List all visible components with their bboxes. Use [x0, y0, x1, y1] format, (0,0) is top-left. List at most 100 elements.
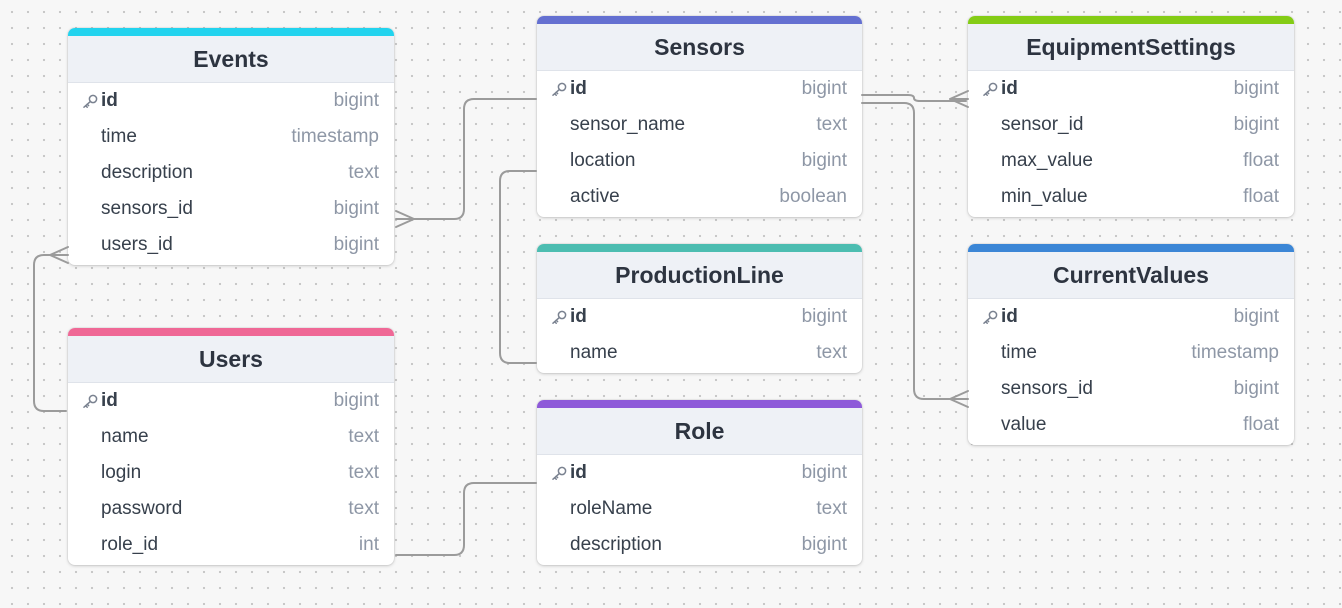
field-name: description	[101, 162, 193, 183]
field-type: text	[348, 498, 379, 519]
key-icon	[551, 466, 567, 480]
table-accent-bar	[968, 16, 1294, 24]
field-type: bigint	[1233, 378, 1279, 399]
field-type: text	[348, 426, 379, 447]
field-name: password	[101, 498, 183, 519]
relationship-users-to-events[interactable]	[33, 246, 69, 412]
field-type: bigint	[1233, 114, 1279, 135]
table-title[interactable]: Role	[537, 408, 862, 455]
field-type: bigint	[801, 534, 847, 555]
field-type: text	[816, 342, 847, 363]
field-row-max_value[interactable]: max_value float	[968, 143, 1294, 179]
field-type: bigint	[1233, 78, 1279, 99]
field-row-time[interactable]: time timestamp	[968, 335, 1294, 371]
table-accent-bar	[68, 28, 394, 36]
field-row-users_id[interactable]: users_id bigint	[68, 227, 394, 263]
relationship-role-to-users[interactable]	[395, 482, 537, 556]
relationship-sensors-to-equipmentsettings[interactable]	[861, 90, 969, 108]
field-name: id	[101, 390, 118, 411]
table-accent-bar	[537, 400, 862, 408]
table-title[interactable]: Sensors	[537, 24, 862, 71]
field-type: float	[1243, 150, 1279, 171]
field-name: min_value	[1001, 186, 1088, 207]
field-name: id	[570, 462, 587, 483]
table-title[interactable]: EquipmentSettings	[968, 24, 1294, 71]
field-name: active	[570, 186, 620, 207]
field-row-description[interactable]: description text	[68, 155, 394, 191]
table-title[interactable]: Events	[68, 36, 394, 83]
field-type: timestamp	[1191, 342, 1279, 363]
field-type: bigint	[333, 198, 379, 219]
field-row-sensors_id[interactable]: sensors_id bigint	[968, 371, 1294, 407]
table-title[interactable]: Users	[68, 336, 394, 383]
field-row-id[interactable]: id bigint	[68, 383, 394, 419]
field-type: bigint	[801, 78, 847, 99]
relationship-line	[861, 102, 967, 400]
field-name: sensors_id	[1001, 378, 1093, 399]
table-accent-bar	[968, 244, 1294, 252]
field-name: users_id	[101, 234, 173, 255]
field-row-location[interactable]: location bigint	[537, 143, 862, 179]
table-title[interactable]: CurrentValues	[968, 252, 1294, 299]
relationship-productionline-to-sensors[interactable]	[499, 170, 537, 364]
field-type: bigint	[333, 90, 379, 111]
key-icon	[82, 94, 98, 108]
field-row-id[interactable]: id bigint	[537, 455, 862, 491]
field-row-id[interactable]: id bigint	[968, 71, 1294, 107]
field-name: description	[570, 534, 662, 555]
crows-foot-marker	[395, 210, 415, 228]
key-icon	[982, 310, 998, 324]
table-accent-bar	[537, 16, 862, 24]
key-icon	[82, 394, 98, 408]
relationship-sensors-to-currentvalues[interactable]	[861, 102, 969, 408]
relationship-line	[499, 170, 537, 364]
field-type: boolean	[779, 186, 847, 207]
field-type: bigint	[333, 390, 379, 411]
field-type: bigint	[801, 462, 847, 483]
field-type: bigint	[801, 150, 847, 171]
field-name: location	[570, 150, 636, 171]
field-type: text	[348, 462, 379, 483]
table-accent-bar	[537, 244, 862, 252]
field-type: text	[348, 162, 379, 183]
relationship-line	[33, 254, 67, 412]
field-name: time	[1001, 342, 1037, 363]
field-name: id	[570, 306, 587, 327]
relationship-line	[397, 98, 537, 220]
field-name: id	[1001, 78, 1018, 99]
field-row-description[interactable]: description bigint	[537, 527, 862, 563]
field-type: int	[358, 534, 379, 555]
relationship-sensors-to-events[interactable]	[395, 98, 537, 228]
field-name: id	[1001, 306, 1018, 327]
field-type: text	[816, 498, 847, 519]
field-name: max_value	[1001, 150, 1093, 171]
field-type: bigint	[333, 234, 379, 255]
field-row-password[interactable]: password text	[68, 491, 394, 527]
field-row-active[interactable]: active boolean	[537, 179, 862, 215]
table-title[interactable]: ProductionLine	[537, 252, 862, 299]
table-accent-bar	[68, 328, 394, 336]
